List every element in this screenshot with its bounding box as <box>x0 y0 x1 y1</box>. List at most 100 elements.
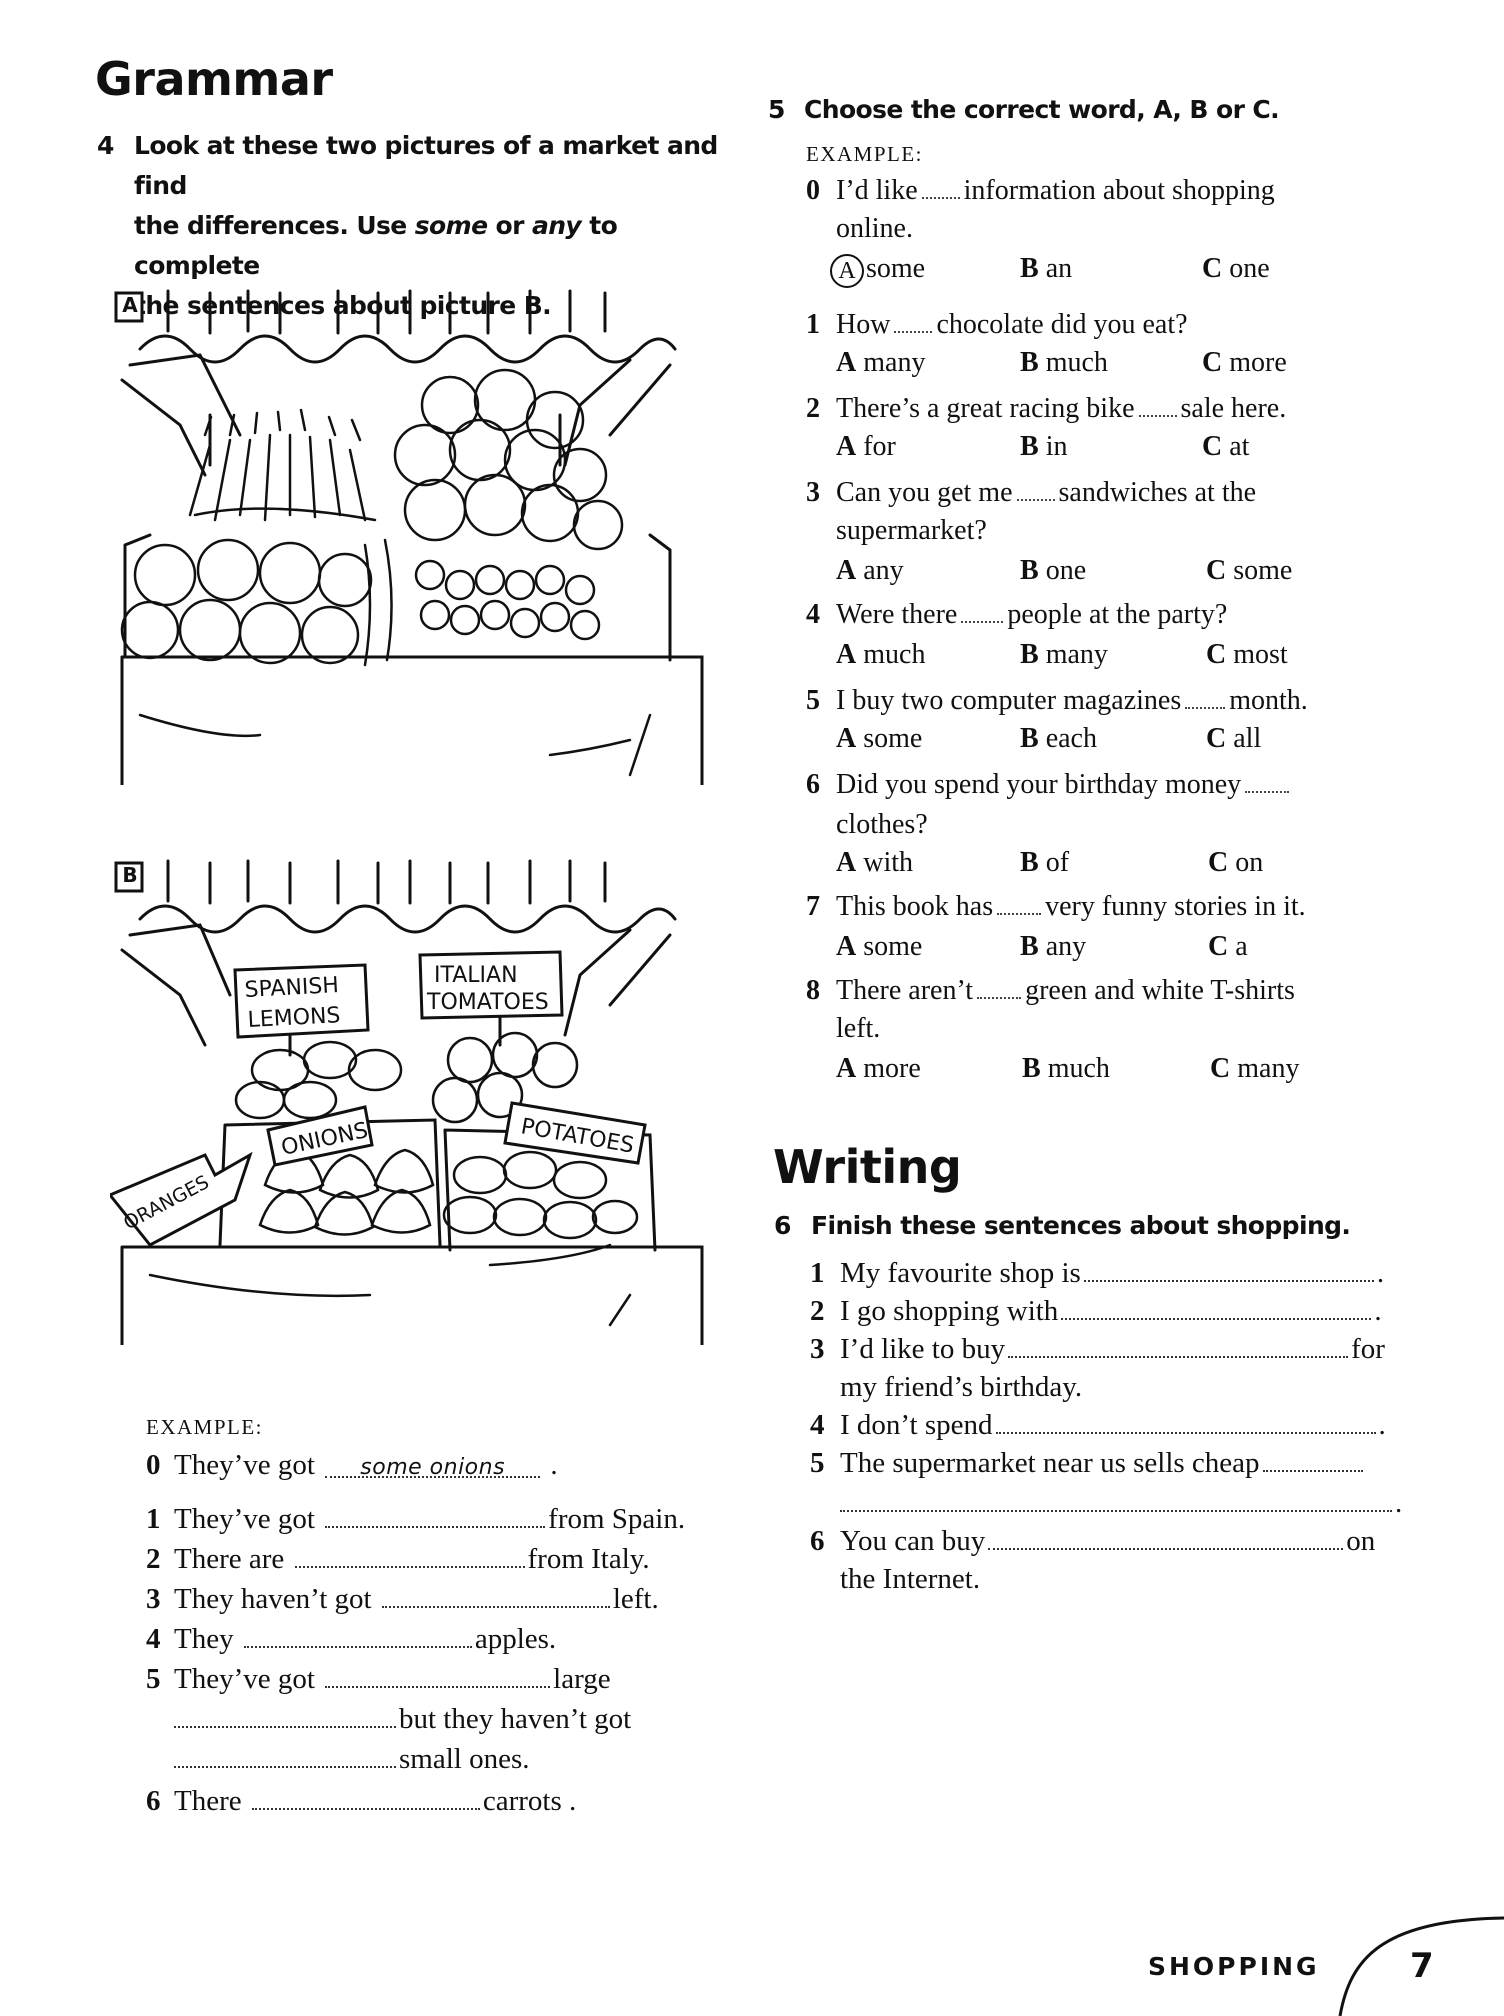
grammar-heading: Grammar <box>95 52 333 106</box>
option-b[interactable]: B each <box>1020 723 1097 754</box>
option-b[interactable]: B much <box>1020 347 1108 378</box>
answer-blank[interactable] <box>1185 685 1226 709</box>
exercise-4-item-continued: small ones. <box>174 1740 530 1778</box>
option-c[interactable]: C on <box>1208 847 1264 878</box>
writing-heading: Writing <box>773 1140 962 1194</box>
market-picture-a <box>114 289 704 785</box>
answer-line[interactable] <box>1008 1332 1349 1358</box>
sign-tomatoes-line1: ITALIAN <box>434 963 518 988</box>
option-c[interactable]: C more <box>1202 347 1287 378</box>
option-a[interactable]: A many <box>836 347 926 378</box>
answer-blank[interactable] <box>381 1582 610 1608</box>
option-c[interactable]: C some <box>1206 555 1293 586</box>
example-answer: some onions <box>360 1455 506 1480</box>
option-a[interactable]: A much <box>836 639 926 670</box>
option-c[interactable]: C all <box>1206 723 1262 754</box>
option-c[interactable]: C many <box>1210 1053 1300 1084</box>
answer-line[interactable] <box>1262 1446 1363 1472</box>
answer-blank[interactable] <box>325 1502 546 1528</box>
answer-blank[interactable] <box>894 309 933 333</box>
option-c[interactable]: C most <box>1206 639 1288 670</box>
answer-line[interactable] <box>1061 1294 1372 1320</box>
answer-blank[interactable] <box>977 975 1022 999</box>
answer-blank[interactable] <box>1138 393 1177 417</box>
option-b[interactable]: B one <box>1020 555 1087 586</box>
exercise-4-instruction: 4 Look at these two pictures of a market… <box>97 126 734 326</box>
answer-line[interactable] <box>988 1524 1344 1550</box>
writing-item-continued: the Internet. <box>840 1563 981 1595</box>
answer-blank[interactable] <box>294 1542 525 1568</box>
section-name: SHOPPING <box>1148 1952 1320 1981</box>
instruction-line: the sentences about picture B. <box>134 291 552 320</box>
option-a[interactable]: A with <box>836 847 914 878</box>
answer-blank[interactable] <box>1016 477 1055 501</box>
answer-blank[interactable] <box>243 1622 472 1648</box>
answer-line[interactable] <box>1083 1256 1374 1282</box>
question-continued: online. <box>836 213 913 244</box>
option-b[interactable]: B much <box>1022 1053 1110 1084</box>
picture-a-label: A <box>122 293 138 317</box>
answer-blank[interactable] <box>961 599 1004 623</box>
option-a[interactable]: A some <box>836 931 923 962</box>
answer-blank[interactable] <box>251 1784 480 1810</box>
exercise-4-item-continued: but they haven’t got <box>174 1700 631 1738</box>
sign-lemons-line2: LEMONS <box>247 1003 341 1033</box>
answer-blank[interactable] <box>1245 769 1290 793</box>
answer-line[interactable] <box>995 1408 1376 1434</box>
sign-tomatoes-line2: TOMATOES <box>426 990 549 1015</box>
question-continued: supermarket? <box>836 515 987 546</box>
answer-line[interactable] <box>840 1486 1392 1512</box>
instruction-line: the differences. Use some or any to comp… <box>134 211 618 280</box>
answer-blank[interactable] <box>325 1662 551 1688</box>
picture-b-label: B <box>122 863 138 887</box>
option-a[interactable]: A for <box>836 431 896 462</box>
question-continued: clothes? <box>836 809 928 840</box>
option-c[interactable]: C a <box>1208 931 1248 962</box>
circled-answer: A <box>830 253 864 288</box>
answer-blank[interactable] <box>174 1702 396 1728</box>
answer-blank[interactable] <box>997 891 1042 915</box>
option-a[interactable]: A some <box>836 723 923 754</box>
answer-blank[interactable] <box>174 1742 396 1768</box>
option-b[interactable]: B any <box>1020 931 1087 962</box>
exercise-number: 4 <box>97 131 114 160</box>
option-b[interactable]: B in <box>1020 431 1068 462</box>
question-continued: left. <box>836 1013 881 1044</box>
option-b[interactable]: B of <box>1020 847 1070 878</box>
page-corner-tab <box>1338 1916 1504 2016</box>
option-a[interactable]: A more <box>836 1053 921 1084</box>
example-label: EXAMPLE: <box>146 1415 263 1439</box>
instruction-line: Look at these two pictures of a market a… <box>134 131 718 200</box>
option-a[interactable]: A any <box>836 555 904 586</box>
writing-item-continued: . <box>840 1484 1402 1522</box>
market-picture-b: SPANISH LEMONS ITALIAN TOMATOES ORANGES … <box>110 859 704 1345</box>
option-c[interactable]: C at <box>1202 431 1250 462</box>
page-number: 7 <box>1410 1946 1434 1986</box>
example-label: EXAMPLE: <box>806 142 923 166</box>
writing-item-continued: my friend’s birthday. <box>840 1371 1083 1403</box>
option-b[interactable]: B many <box>1020 639 1108 670</box>
